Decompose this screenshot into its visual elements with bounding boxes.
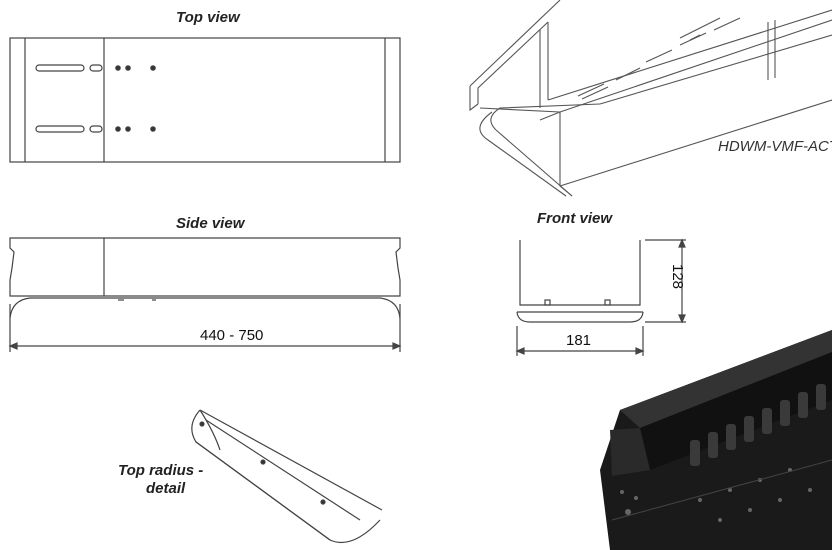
height-dimension: 128: [669, 264, 686, 290]
top-radius-label-line2: detail: [146, 480, 186, 497]
top-radius-label-line1: Top radius -: [118, 462, 204, 479]
width-dimension: 181: [566, 332, 592, 349]
top-view-label: Top view: [176, 9, 240, 26]
front-view-label: Front view: [537, 210, 613, 227]
length-dimension: 440 - 750: [200, 327, 264, 344]
isometric-tray-drawing: [469, 0, 832, 197]
front-view-drawing: [515, 238, 686, 356]
top-radius-detail-drawing: [191, 409, 383, 544]
product-model-label: HDWM-VMF-ACT: [718, 138, 832, 155]
black-tray-product: [600, 330, 832, 550]
top-view-drawing: [9, 37, 401, 163]
side-view-label: Side view: [176, 215, 245, 232]
side-view-drawing: [8, 237, 402, 352]
